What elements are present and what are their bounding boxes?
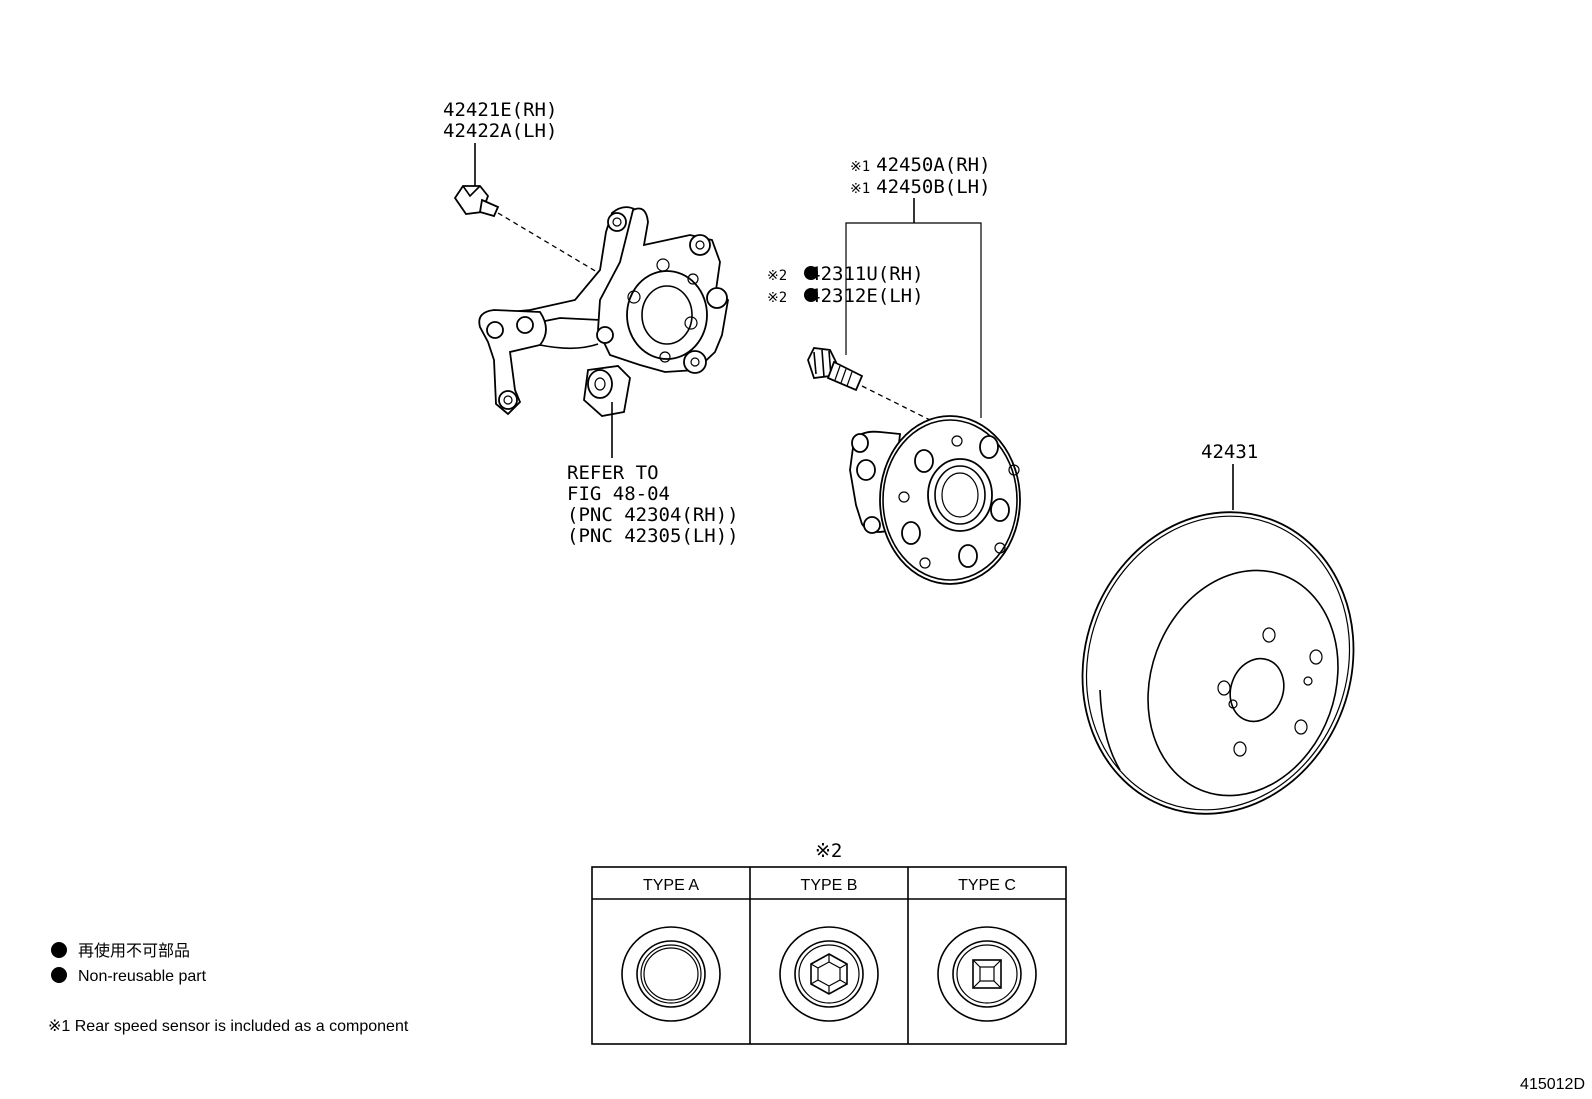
disc-rotor-illustration <box>1081 511 1355 815</box>
type-table-mark: ※2 <box>815 840 842 862</box>
knuckle-bolt-illustration <box>453 185 500 218</box>
refer-note-line1: REFER TO <box>567 462 659 484</box>
callout-stud-rh-number: 42311U(RH) <box>809 263 923 285</box>
non-reusable-legend-icon <box>51 967 67 983</box>
refer-note-line2: FIG 48-04 <box>567 483 670 505</box>
type-b-header: TYPE B <box>801 877 858 894</box>
type-b-nut-icon <box>779 926 879 1022</box>
callout-stud-rh-mark: ※2 <box>767 268 787 284</box>
type-table: TYPE A TYPE B TYPE C <box>591 866 1067 1045</box>
type-a-header: TYPE A <box>643 877 699 894</box>
callout-hub-lh-number: 42450B(LH) <box>876 176 990 198</box>
callout-hub-rh-number: 42450A(RH) <box>876 154 990 176</box>
callout-stud-lh[interactable]: ※2 42312E(LH) <box>767 285 924 307</box>
callout-hub-rh-mark: ※1 <box>850 159 870 175</box>
legend-non-reusable-en: Non-reusable part <box>78 968 207 985</box>
callout-hub-lh-mark: ※1 <box>850 181 870 197</box>
type-c-nut-icon <box>937 926 1037 1022</box>
callout-bolt-rh[interactable]: 42421E(RH) <box>443 99 557 121</box>
legend-non-reusable-jp: 再使用不可部品 <box>78 942 190 960</box>
callout-stud-rh[interactable]: ※2 42311U(RH) <box>767 263 924 285</box>
callout-stud-lh-mark: ※2 <box>767 290 787 306</box>
callout-bolt-lh[interactable]: 42422A(LH) <box>443 120 557 142</box>
callout-stud-lh-number: 42312E(LH) <box>809 285 923 307</box>
refer-note-line3: (PNC 42304(RH)) <box>567 504 739 526</box>
non-reusable-marker-icon <box>804 266 818 280</box>
legend-note-1: ※1 Rear speed sensor is included as a co… <box>48 1018 409 1035</box>
type-a-nut-icon <box>621 926 721 1022</box>
rear-axle-carrier-illustration <box>478 206 729 417</box>
callout-disc[interactable]: 42431 <box>1201 441 1258 463</box>
callout-hub-rh[interactable]: ※1 42450A(RH) <box>850 154 991 176</box>
figure-id: 415012D <box>1520 1076 1585 1093</box>
non-reusable-legend-icon <box>51 942 67 958</box>
type-c-header: TYPE C <box>958 877 1016 894</box>
hub-bolt-illustration <box>807 347 864 392</box>
refer-note-line4: (PNC 42305(LH)) <box>567 525 739 547</box>
non-reusable-marker-icon <box>804 288 818 302</box>
callout-hub-lh[interactable]: ※1 42450B(LH) <box>850 176 991 198</box>
hub-bearing-assembly-illustration <box>849 415 1021 585</box>
